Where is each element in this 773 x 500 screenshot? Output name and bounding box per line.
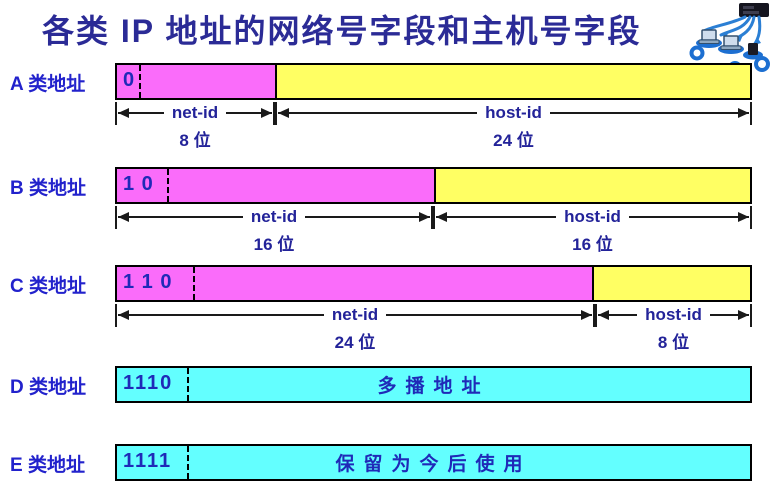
measure-label: net-id [115,207,433,226]
measure-bits: 16 位 [572,235,613,254]
leading-bits-class-c: 1 1 0 [123,271,173,293]
row-label-class-d: D 类地址 [10,377,87,398]
measure-bits: 24 位 [334,333,376,352]
arrow-left-icon [598,310,609,320]
special-use-label: 保留为今后使用 [335,454,532,475]
arrow-left-icon [278,108,289,118]
host-id-segment [275,65,750,98]
arrow-left-icon [118,310,129,320]
host-id-segment [591,267,750,300]
measure-net-id-b: net-id 16 位 [115,206,433,254]
measure-label: net-id [115,305,595,324]
measure-bits: 16 位 [253,235,295,254]
measure-net-id-a: net-id 8 位 [115,102,275,150]
special-use-label: 多播地址 [377,376,490,397]
row-label-class-b: B 类地址 [10,178,87,199]
bit-boundary-dash [167,169,169,202]
bit-boundary-dash [187,446,189,479]
row-label-class-a: A 类地址 [10,74,86,95]
arrow-right-icon [581,310,592,320]
arrow-right-icon [738,108,749,118]
page-title: 各类 IP 地址的网络号字段和主机号字段 [42,13,642,49]
arrow-right-icon [738,212,749,222]
measure-label: host-id [275,103,752,122]
address-bar-class-d: 1110 多播地址 [115,366,752,403]
measure-label: net-id [115,103,275,122]
address-bar-class-c: 1 1 0 [115,265,752,302]
address-bar-class-e: 1111 保留为今后使用 [115,444,752,481]
measure-bits: 24 位 [493,131,534,150]
leading-bits-class-e: 1111 [123,450,173,472]
arrow-right-icon [738,310,749,320]
measure-host-id-b: host-id 16 位 [433,206,752,254]
arrow-right-icon [419,212,430,222]
bit-boundary-dash [139,65,141,98]
laptop-1 [696,29,722,48]
net-id-segment [117,169,434,202]
bit-boundary-dash [187,368,189,401]
net-id-segment [117,267,592,300]
arrow-left-icon [118,108,129,118]
arrow-right-icon [261,108,272,118]
arrow-left-icon [118,212,129,222]
leading-bits-class-a: 0 [123,69,136,91]
host-id-segment [433,169,750,202]
measure-label: host-id [433,207,752,226]
arrow-left-icon [436,212,447,222]
net-id-segment [117,65,276,98]
leading-bits-class-d: 1110 [123,372,174,394]
address-bar-class-b: 1 0 [115,167,752,204]
measure-host-id-a: host-id 24 位 [275,102,752,150]
measure-net-id-c: net-id 24 位 [115,304,595,352]
address-bar-class-a: 0 [115,63,752,100]
network-clipart-icon [689,3,770,75]
server-box [739,3,769,17]
measure-host-id-c: host-id 8 位 [595,304,752,352]
row-label-class-c: C 类地址 [10,276,87,297]
leading-bits-class-b: 1 0 [123,173,154,195]
laptop-2 [718,35,744,54]
measure-bits: 8 位 [179,131,211,150]
measure-label: host-id [595,305,752,324]
row-label-class-e: E 类地址 [10,455,85,476]
measure-bits: 8 位 [657,333,690,352]
bit-boundary-dash [193,267,195,300]
